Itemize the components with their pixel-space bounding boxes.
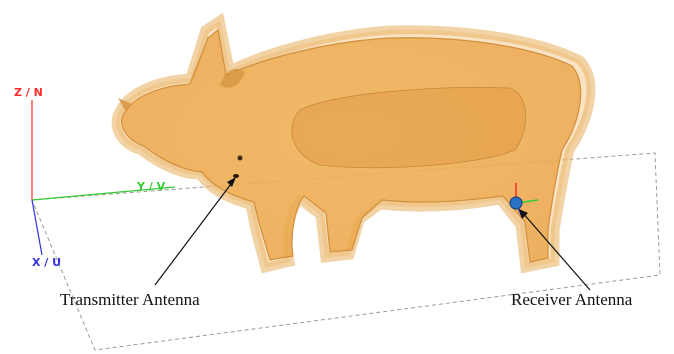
- transmitter-antenna-marker[interactable]: [233, 174, 239, 178]
- rhino-model[interactable]: [116, 20, 591, 268]
- rhino-eye: [238, 156, 243, 161]
- z-axis-label: Z / N: [14, 86, 43, 99]
- x-axis-line: [32, 200, 42, 255]
- x-axis-label: X / U: [32, 256, 61, 269]
- receiver-label: Receiver Antenna: [511, 290, 633, 309]
- transmitter-label: Transmitter Antenna: [60, 290, 200, 309]
- y-axis-label: Y / V: [136, 180, 166, 193]
- receiver-antenna-icon: [510, 197, 522, 209]
- transmitter-antenna-icon: [233, 174, 239, 178]
- transmitter-callout-arrow: [155, 180, 234, 285]
